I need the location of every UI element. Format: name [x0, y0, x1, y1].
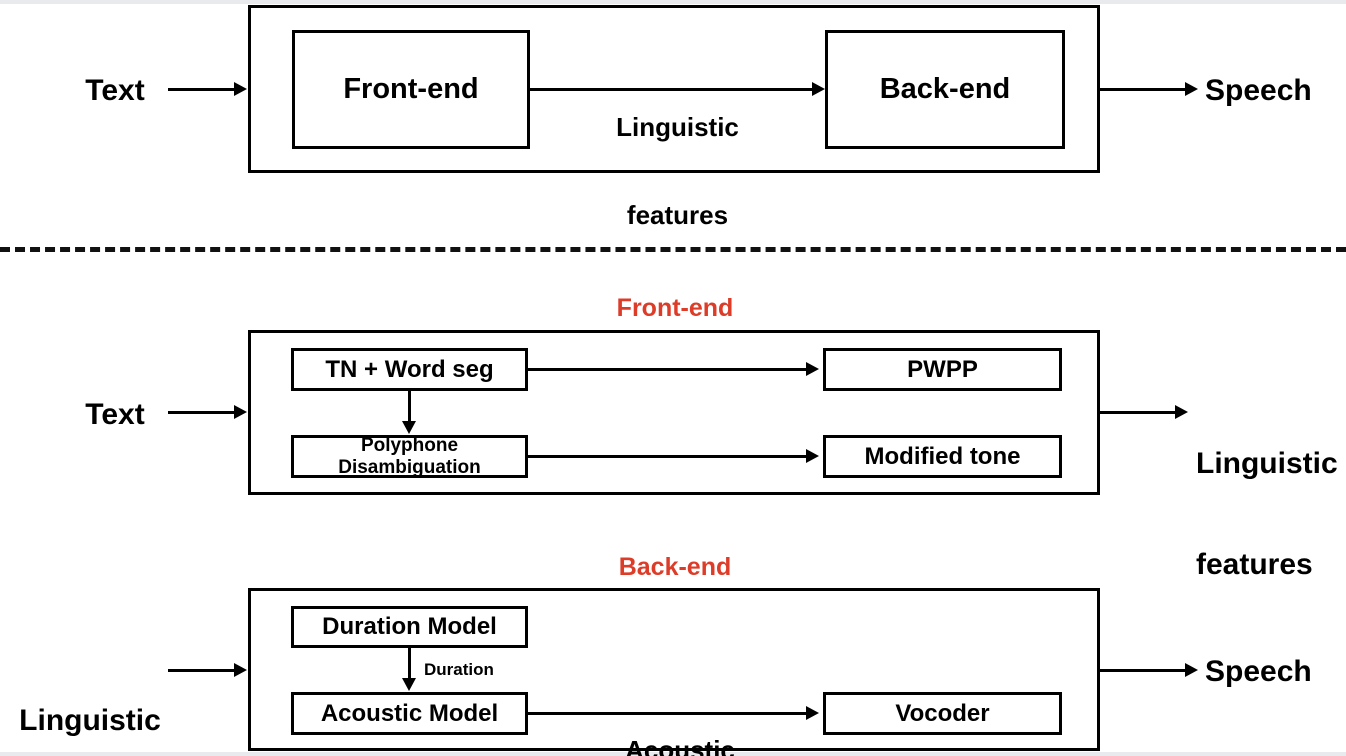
frontend-input-arrow-line	[168, 411, 236, 414]
overview-output-arrowhead	[1185, 82, 1198, 96]
frontend-output-label-line1: Linguistic	[1196, 447, 1338, 481]
frontend-edge-tn-to-pwpp-line	[528, 368, 810, 371]
frontend-input-arrowhead	[234, 405, 247, 419]
backend-input-arrowhead	[234, 663, 247, 677]
overview-edge-label-line2: features	[626, 199, 729, 230]
overview-edge-label: Linguistic features	[555, 55, 800, 288]
backend-edge-acoustic-to-vocoder-arrowhead	[806, 706, 819, 720]
backend-acoustic-edge-label-line1: Acoustic	[625, 735, 735, 756]
frontend-block-modified-tone[interactable]: Modified tone	[823, 435, 1062, 478]
frontend-internal-arrowhead	[402, 421, 416, 434]
section-divider	[0, 247, 1346, 252]
overview-mid-edge-line	[530, 88, 817, 91]
overview-input-label: Text	[85, 74, 145, 107]
backend-acoustic-edge-label: Acoustic features	[570, 678, 790, 756]
frontend-edge-tn-to-pwpp-arrowhead	[806, 362, 819, 376]
backend-input-label: Linguistic features	[10, 637, 170, 756]
backend-internal-arrow-line	[408, 648, 411, 680]
top-edge-strip	[0, 0, 1346, 4]
overview-input-arrowhead	[234, 82, 247, 96]
frontend-block-tn-word-seg[interactable]: TN + Word seg	[291, 348, 528, 391]
backend-input-label-line1: Linguistic	[19, 704, 161, 738]
backend-output-arrowhead	[1185, 663, 1198, 677]
frontend-section-title: Front-end	[616, 294, 734, 322]
frontend-internal-arrow-line	[408, 391, 411, 423]
frontend-output-label: Linguistic features	[1196, 380, 1346, 649]
overview-block-back-end[interactable]: Back-end	[825, 30, 1065, 149]
backend-output-label: Speech	[1205, 655, 1312, 688]
frontend-output-arrow-line	[1100, 411, 1178, 414]
backend-internal-edge-label: Duration	[424, 660, 494, 679]
backend-input-arrow-line	[168, 669, 236, 672]
overview-output-label: Speech	[1205, 74, 1312, 107]
backend-internal-arrowhead	[402, 678, 416, 691]
overview-mid-edge-arrowhead	[812, 82, 825, 96]
backend-block-acoustic-model[interactable]: Acoustic Model	[291, 692, 528, 735]
overview-output-arrow-line	[1100, 88, 1188, 91]
backend-block-vocoder[interactable]: Vocoder	[823, 692, 1062, 735]
overview-input-arrow-line	[168, 88, 236, 91]
backend-edge-acoustic-to-vocoder-line	[528, 712, 810, 715]
frontend-input-label: Text	[85, 398, 145, 431]
frontend-output-label-line2: features	[1196, 547, 1313, 581]
backend-output-arrow-line	[1100, 669, 1188, 672]
frontend-edge-poly-to-tone-arrowhead	[806, 449, 819, 463]
frontend-output-arrowhead	[1175, 405, 1188, 419]
frontend-block-pwpp[interactable]: PWPP	[823, 348, 1062, 391]
backend-section-title: Back-end	[618, 553, 732, 581]
overview-block-front-end[interactable]: Front-end	[292, 30, 530, 149]
frontend-block-polyphone-disambiguation[interactable]: Polyphone Disambiguation	[291, 435, 528, 478]
overview-edge-label-line1: Linguistic	[616, 112, 739, 143]
backend-block-duration-model[interactable]: Duration Model	[291, 606, 528, 648]
frontend-edge-poly-to-tone-line	[528, 455, 810, 458]
bottom-edge-strip	[0, 752, 1346, 756]
